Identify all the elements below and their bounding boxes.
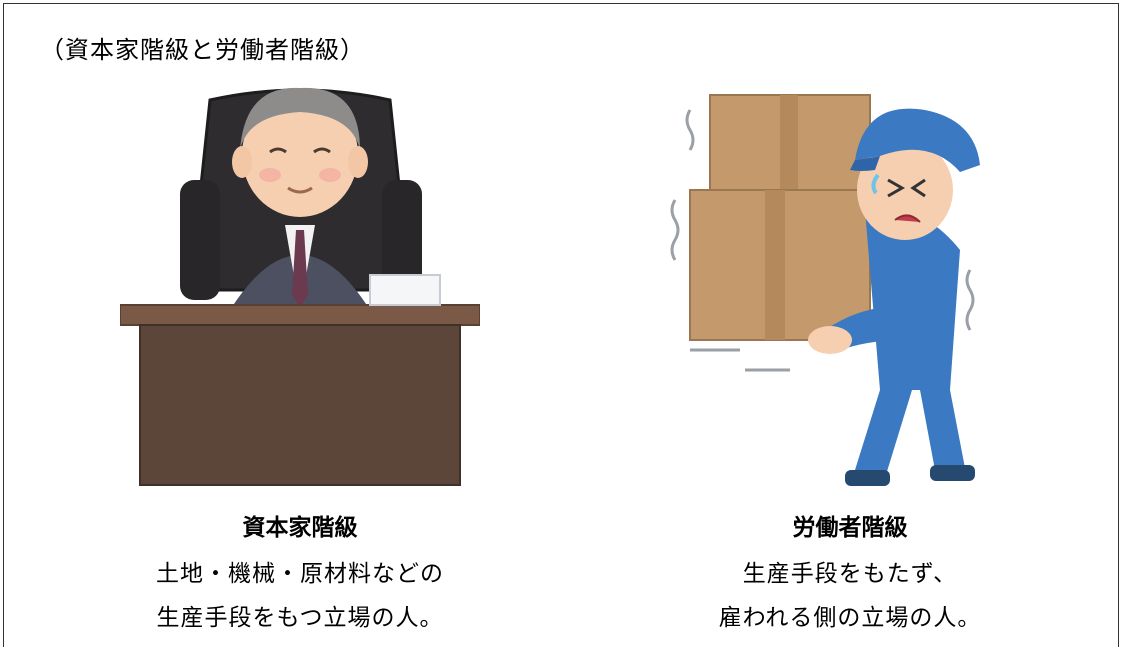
capitalist-description-line: 生産手段をもつ立場の人。: [156, 605, 444, 631]
worker-description-line: 雇われる側の立場の人。: [718, 605, 982, 631]
worker-title: 労働者階級: [792, 515, 908, 541]
worker-caption: 労働者階級 生産手段をもたず、 雇われる側の立場の人。: [670, 510, 1030, 640]
capitalist-title: 資本家階級: [242, 515, 358, 541]
section-heading: （資本家階級と労働者階級）: [40, 36, 365, 64]
capitalist-description-line: 土地・機械・原材料などの: [156, 561, 444, 587]
capitalist-illustration-icon: [120, 87, 480, 486]
capitalist-caption: 資本家階級 土地・機械・原材料などの 生産手段をもつ立場の人。: [120, 510, 480, 640]
content-frame: [3, 3, 1119, 647]
worker-description-line: 生産手段をもたず、: [742, 561, 958, 587]
worker-illustration-icon: [670, 94, 980, 486]
